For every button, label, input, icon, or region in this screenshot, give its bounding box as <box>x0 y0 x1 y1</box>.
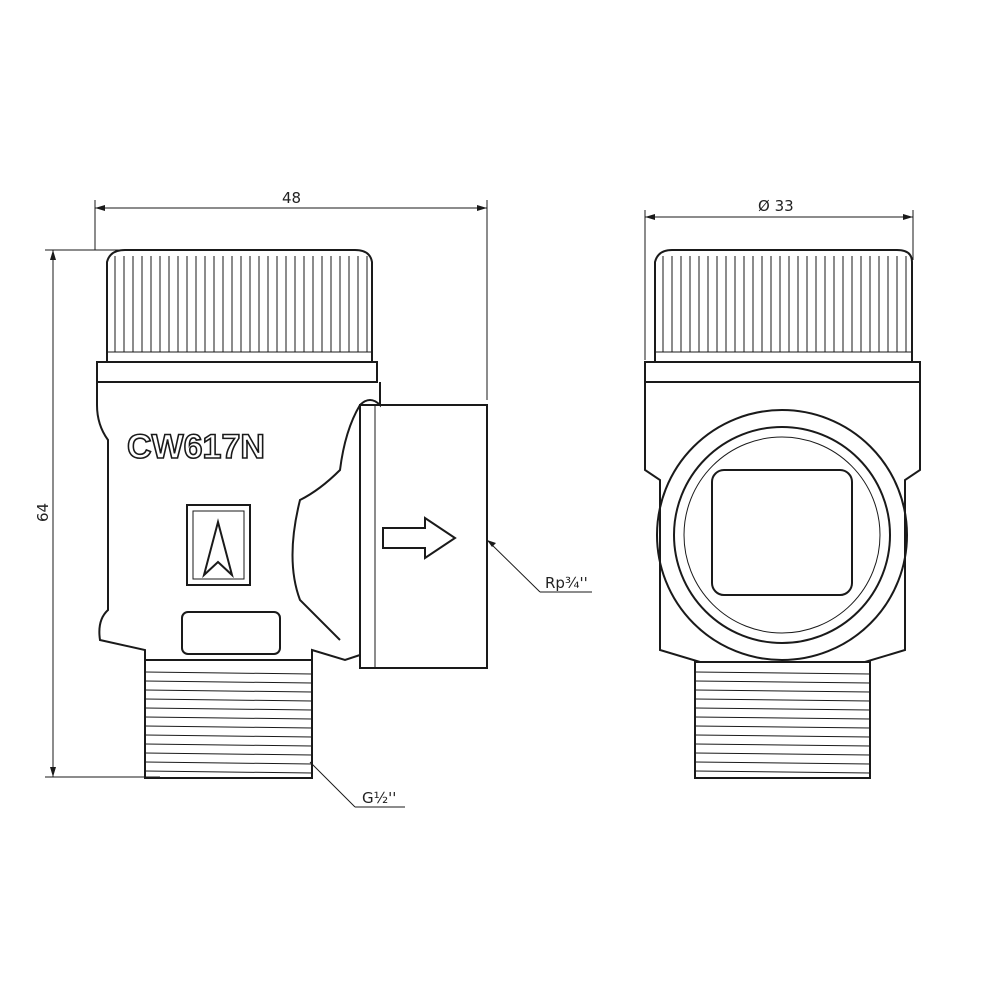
body-contour <box>291 404 361 641</box>
rib-line <box>694 770 871 774</box>
rib-line <box>144 716 313 720</box>
rib-line <box>694 698 871 702</box>
outlet-port <box>359 404 488 669</box>
rib-line <box>694 680 871 684</box>
inlet-thread-label: G½'' <box>362 789 396 807</box>
diameter-dimension: Ø 33 <box>758 197 794 215</box>
rib-line <box>694 707 871 711</box>
outlet-ring <box>656 409 908 661</box>
cap <box>106 249 373 363</box>
side-view: CW617N <box>96 249 488 779</box>
dimension-lines: 48 64 Ø 33 Rp¾'' G½'' <box>34 189 914 808</box>
inner-seat <box>711 469 853 596</box>
rib-line <box>694 761 871 765</box>
width-dimension: 48 <box>282 189 301 207</box>
rib-line <box>144 698 313 702</box>
valve-body <box>96 382 381 662</box>
rib-line <box>144 761 313 765</box>
rib-line <box>144 725 313 729</box>
rib-line <box>144 752 313 756</box>
rib-line <box>694 716 871 720</box>
rib-line <box>694 725 871 729</box>
rib-line <box>144 770 313 774</box>
rib-line <box>144 707 313 711</box>
height-dimension: 64 <box>34 503 52 522</box>
rib-line <box>694 689 871 693</box>
flow-arrow-icon <box>382 516 457 560</box>
rib-line <box>144 689 313 693</box>
rib-line <box>694 752 871 756</box>
cap-front <box>654 249 913 363</box>
rib-line <box>144 743 313 747</box>
material-marking: CW617N <box>127 428 265 466</box>
rib-line <box>694 743 871 747</box>
logo-icon <box>186 504 251 586</box>
inlet-thread-front <box>694 661 871 779</box>
ring-band-front <box>644 361 921 383</box>
inlet-thread <box>144 659 313 779</box>
ring-band <box>96 361 378 383</box>
rib-line <box>694 734 871 738</box>
rib-line <box>144 680 313 684</box>
rib-line <box>694 671 871 675</box>
rib-line <box>144 734 313 738</box>
rib-line <box>144 671 313 675</box>
front-view <box>644 249 921 779</box>
lever-window <box>181 611 281 655</box>
outlet-thread-label: Rp¾'' <box>545 574 588 592</box>
